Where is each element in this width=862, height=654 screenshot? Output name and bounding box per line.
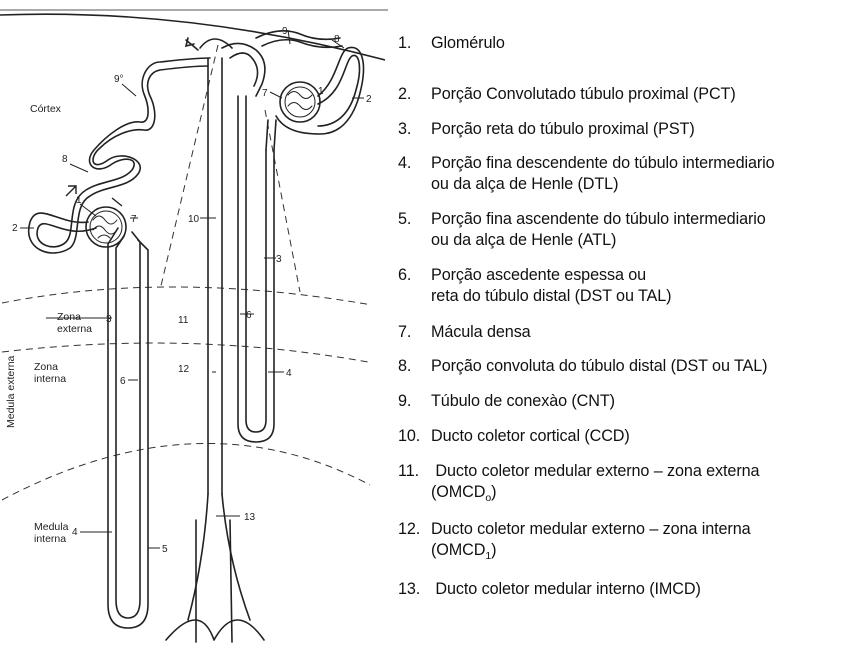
legend-text: Ducto coletor cortical (CCD) [431,427,630,445]
legend-item-3: 3. Porção reta do túbulo proximal (PST) [398,119,695,140]
legend-text-line1: Ducto coletor medular externo – zona ext… [431,462,759,480]
right-nephron [222,31,363,442]
legend-text-line1: Porção fina descendente do túbulo interm… [431,154,775,172]
legend-text-line2: (OMCDo) [431,483,496,501]
legend-text-close: ) [491,483,496,501]
legend-item-5: 5. Porção fina ascendente do túbulo inter… [398,209,766,250]
legend-num: 12. [398,519,420,540]
legend-num: 3. [398,119,411,140]
marker-leaders [20,30,364,548]
legend-num: 10. [398,426,420,447]
label-zona-interna-1: Zona [34,361,58,373]
label-medula-externa: Medula externa [5,355,17,428]
label-medula-interna-1: Medula [34,521,69,533]
legend-text: Porção Convolutado túbulo proximal (PCT) [431,85,736,103]
legend-item-2: 2. Porção Convolutado túbulo proximal (PC… [398,84,736,105]
legend-text-close: ) [491,541,496,559]
legend-item-9: 9. Túbulo de conexào (CNT) [398,391,615,412]
legend-text-abbr: (OMCD [431,483,485,501]
legend-num: 9. [398,391,411,412]
marker-10: 10 [188,214,200,225]
marker-13: 13 [244,512,256,523]
legend-item-10: 10. Ducto coletor cortical (CCD) [398,426,630,447]
legend-num: 2. [398,84,411,105]
legend-text: Mácula densa [431,323,531,341]
legend-item-1: 1. Glomérulo [398,33,505,54]
legend-num: 11. [398,461,419,482]
marker-6-left: 6 [120,376,126,387]
legend-num: 4. [398,153,411,174]
legend-text: Túbulo de conexào (CNT) [431,392,615,410]
label-zona-externa-2: externa [57,323,92,335]
marker-8-right: 8 [334,34,340,45]
legend-num: 8. [398,356,411,377]
label-medula-interna-2: interna [34,533,66,545]
legend-item-13: 13. Ducto coletor medular interno (IMCD) [398,579,701,600]
legend-text: Porção convoluta do túbulo distal (DST o… [431,357,767,375]
legend-num: 1. [398,33,411,54]
legend-num: 7. [398,322,411,343]
legend-text-line2: reta do túbulo distal (DST ou TAL) [431,287,671,305]
marker-11: 11 [178,315,189,326]
marker-2-right: 2 [366,94,372,105]
marker-3-right: 3 [276,254,282,265]
marker-9-left: 9° [114,74,124,85]
marker-1-right: 1 [318,86,324,97]
marker-2-left: 2 [12,223,18,234]
label-cortex: Córtex [30,103,62,115]
marker-4-left: 4 [72,527,78,538]
legend-item-8: 8. Porção convoluta do túbulo distal (DST… [398,356,767,377]
marker-7-left: 7 [131,214,137,225]
marker-12: 12 [178,364,190,375]
collecting-duct [166,38,264,642]
legend-text-abbr: (OMCD [431,541,485,559]
legend-item-7: 7. Mácula densa [398,322,531,343]
legend-num: 5. [398,209,411,230]
nephron-diagram: Córtex Zona externa Zona interna Medula … [0,0,392,654]
marker-1-left: 1 [76,195,82,206]
legend-text-line1: Ducto coletor medular externo – zona int… [431,520,751,538]
legend-num: 13. [398,579,420,600]
legend-text-line2: (OMCD1) [431,541,496,559]
flow-arrows [66,186,122,206]
legend-item-12: 12. Ducto coletor medular externo – zona … [398,519,751,560]
marker-6-right: 6 [246,310,252,321]
legend-text-line1: Porção ascedente espessa ou [431,266,646,284]
marker-7-right: 7 [262,88,268,99]
legend-item-11: 11. Ducto coletor medular externo – zona… [398,461,759,502]
legend-num: 6. [398,265,411,286]
marker-4-right: 4 [286,368,292,379]
marker-9-right: 9 [282,26,288,37]
legend-text: Glomérulo [431,34,505,52]
marker-5-left: 5 [162,544,168,555]
legend-text: Ducto coletor medular interno (IMCD) [431,580,701,598]
legend-text-line2: ou da alça de Henle (DTL) [431,175,618,193]
cortex-surface-curve [0,14,385,60]
marker-8-left: 8 [62,154,68,165]
legend-item-6: 6. Porção ascedente espessa ou reta do túb… [398,265,671,306]
legend-text-line1: Porção fina ascendente do túbulo interme… [431,210,766,228]
label-zona-externa-1: Zona [57,311,81,323]
legend-text: Porção reta do túbulo proximal (PST) [431,120,695,138]
legend-item-4: 4. Porção fina descendente do túbulo inte… [398,153,775,194]
marker-3-left: 3 [106,314,112,325]
label-zona-interna-2: interna [34,373,66,385]
legend-text-line2: ou da alça de Henle (ATL) [431,231,616,249]
